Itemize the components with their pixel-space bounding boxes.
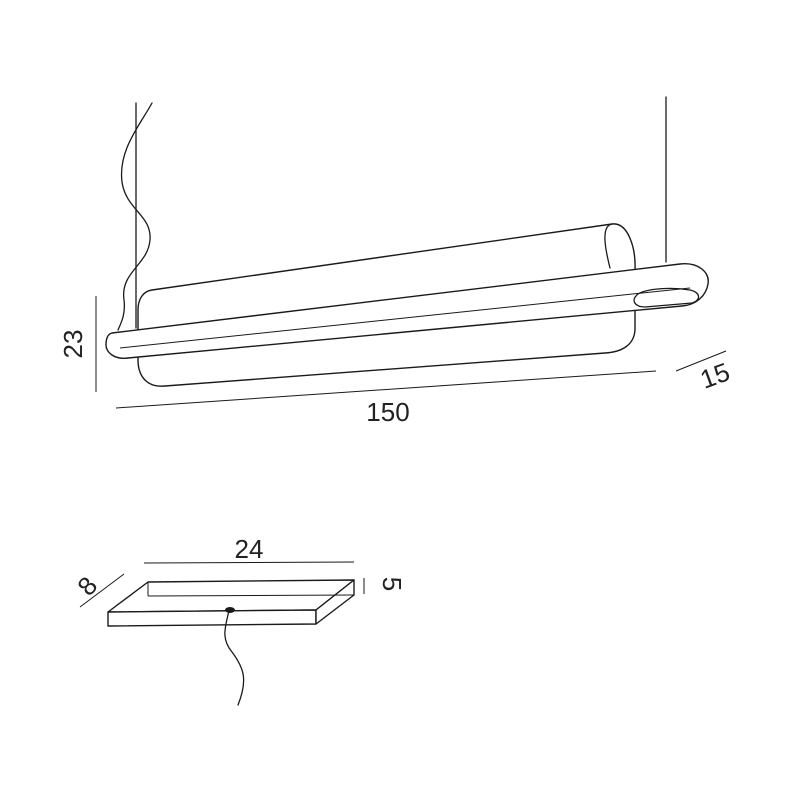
canopy-cable	[224, 610, 245, 706]
canopy-inner-edge	[147, 594, 355, 597]
tube-end-cap	[604, 223, 613, 269]
canopy-height-label: 5	[377, 577, 407, 591]
frame-end-loop	[633, 287, 700, 308]
canopy-depth-dimension-line	[79, 573, 125, 608]
pendant-lamp	[95, 96, 727, 409]
lamp-depth-label: 15	[696, 357, 733, 395]
lamp-frame-rail	[105, 263, 709, 360]
lamp-height-label: 23	[58, 330, 88, 359]
canopy-length-dimension-line	[143, 561, 355, 564]
canopy-front-face	[107, 609, 317, 627]
power-cable	[117, 102, 153, 331]
canopy-depth-label: 8	[71, 571, 103, 602]
frame-rail-inner-line	[119, 287, 691, 349]
canopy-cable-hole	[225, 607, 235, 613]
ceiling-canopy	[79, 561, 365, 706]
depth-dimension-line	[675, 350, 727, 372]
length-dimension-line	[115, 370, 657, 409]
lamp-length-label: 150	[366, 397, 409, 427]
canopy-length-label: 24	[235, 534, 264, 564]
